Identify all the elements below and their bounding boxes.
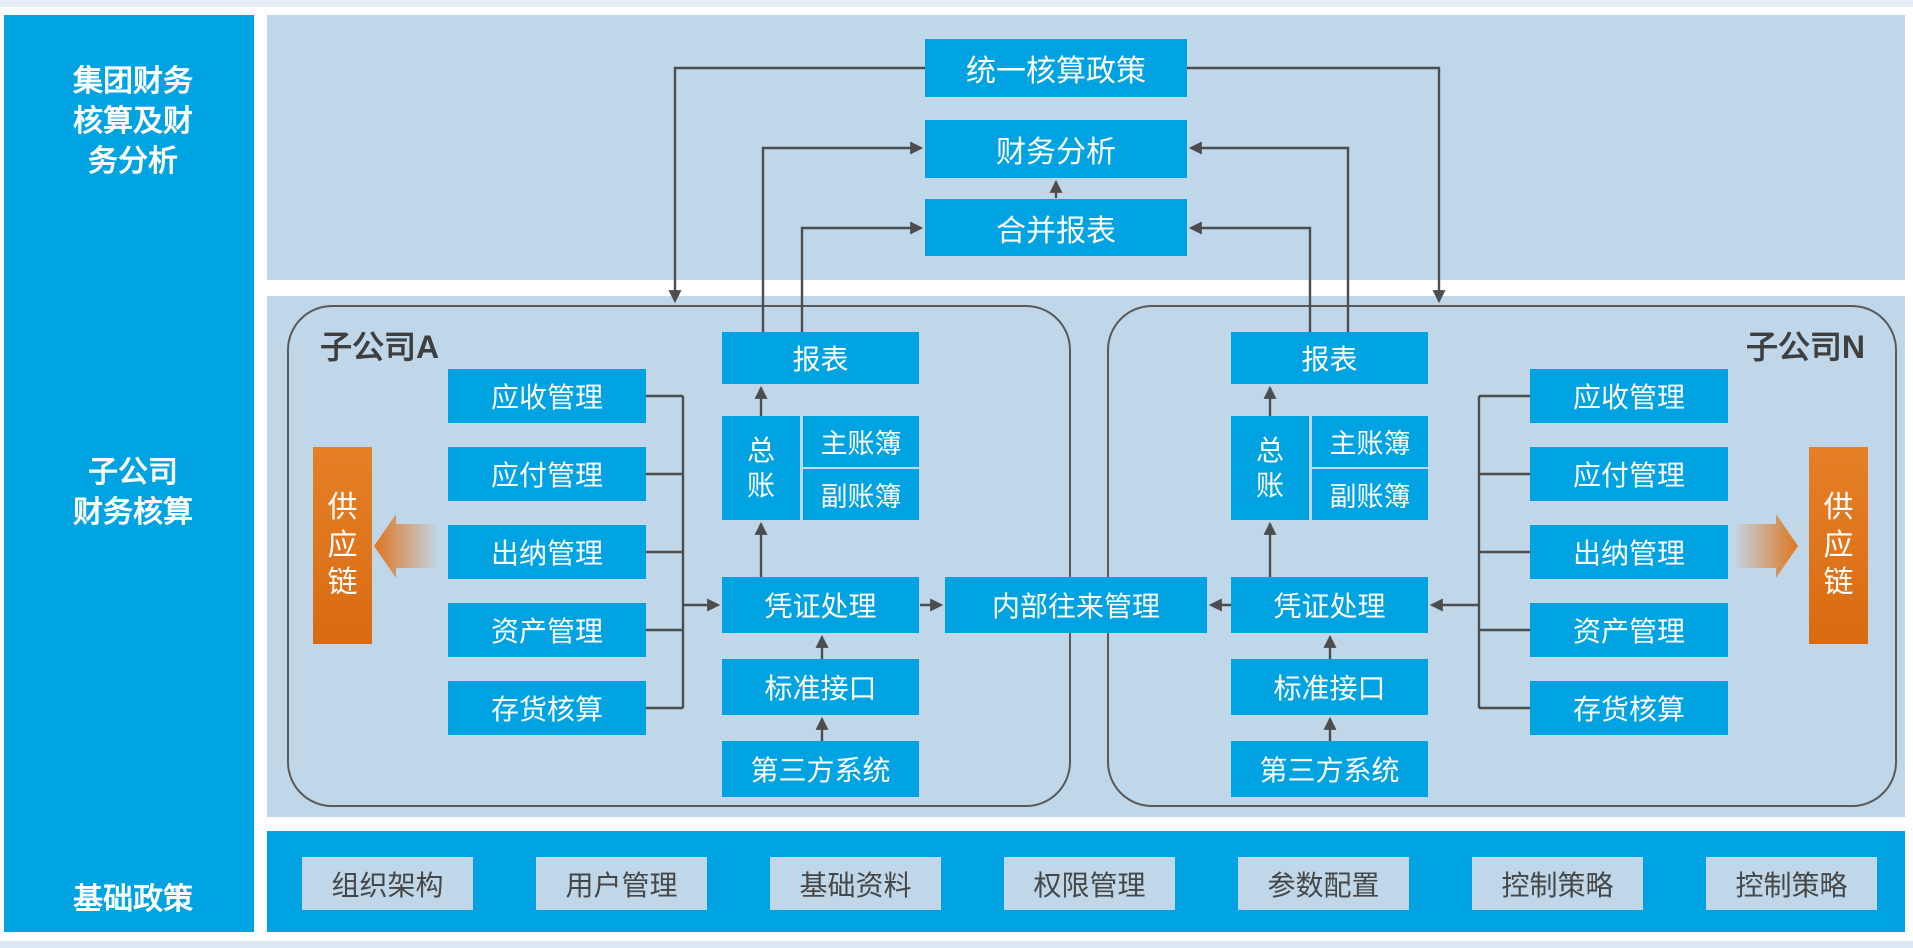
box-n-main-ledger: 主账簿 [1312,416,1428,467]
module-a-assets: 资产管理 [448,603,646,657]
module-n-cashier: 出纳管理 [1530,525,1728,579]
policy-box-control-1: 控制策略 [1472,857,1643,910]
subsidiary-a-title: 子公司A [320,329,440,365]
policy-box-basedata: 基础资料 [770,857,941,910]
module-a-cashier: 出纳管理 [448,525,646,579]
supply-chain-label-n: 供应链 [1823,491,1854,600]
box-intercompany: 内部往来管理 [945,577,1207,633]
box-a-third-party: 第三方系统 [722,741,919,797]
module-n-receivables: 应收管理 [1530,369,1728,423]
box-a-general-ledger: 总账 [722,416,800,520]
box-n-voucher: 凭证处理 [1231,577,1428,633]
module-a-inventory: 存货核算 [448,681,646,735]
policy-box-users: 用户管理 [536,857,707,910]
general-ledger-label-n: 总账 [1256,435,1285,501]
box-a-main-ledger: 主账簿 [803,416,919,467]
box-a-sub-ledger: 副账簿 [803,469,919,520]
box-n-sub-ledger: 副账簿 [1312,469,1428,520]
box-n-general-ledger: 总账 [1231,416,1309,520]
sidebar-label-subsidiary-accounting: 子公司 财务核算 [73,456,193,529]
policy-box-org: 组织架构 [302,857,473,910]
box-n-third-party: 第三方系统 [1231,741,1428,797]
box-unified-accounting-policy: 统一核算政策 [925,39,1187,97]
general-ledger-label-a: 总账 [747,435,776,501]
sidebar-label-basic-policy: 基础政策 [73,883,193,916]
policy-box-parameters: 参数配置 [1238,857,1409,910]
box-a-report: 报表 [722,332,919,384]
supply-chain-box-n: 供应链 [1809,447,1868,644]
box-consolidated-report: 合并报表 [925,199,1187,256]
supply-chain-box-a: 供应链 [313,447,372,644]
policy-box-control-2: 控制策略 [1706,857,1877,910]
top-edge-strip [0,0,1913,7]
bottom-edge-strip [0,941,1913,948]
box-financial-analysis: 财务分析 [925,120,1187,178]
box-a-interface: 标准接口 [722,659,919,715]
module-n-assets: 资产管理 [1530,603,1728,657]
supply-chain-label-a: 供应链 [327,491,358,600]
module-a-receivables: 应收管理 [448,369,646,423]
subsidiary-a-frame [287,305,1071,807]
box-n-interface: 标准接口 [1231,659,1428,715]
module-n-inventory: 存货核算 [1530,681,1728,735]
module-a-payables: 应付管理 [448,447,646,501]
sidebar: 集团财务 核算及财 务分析 子公司 财务核算 基础政策 [4,15,254,932]
sidebar-label-group-accounting: 集团财务 核算及财 务分析 [73,65,193,178]
subsidiary-n-frame [1107,305,1897,807]
module-n-payables: 应付管理 [1530,447,1728,501]
box-n-report: 报表 [1231,332,1428,384]
policy-box-permissions: 权限管理 [1004,857,1175,910]
subsidiary-n-title: 子公司N [1745,329,1865,365]
box-a-voucher: 凭证处理 [722,577,919,633]
